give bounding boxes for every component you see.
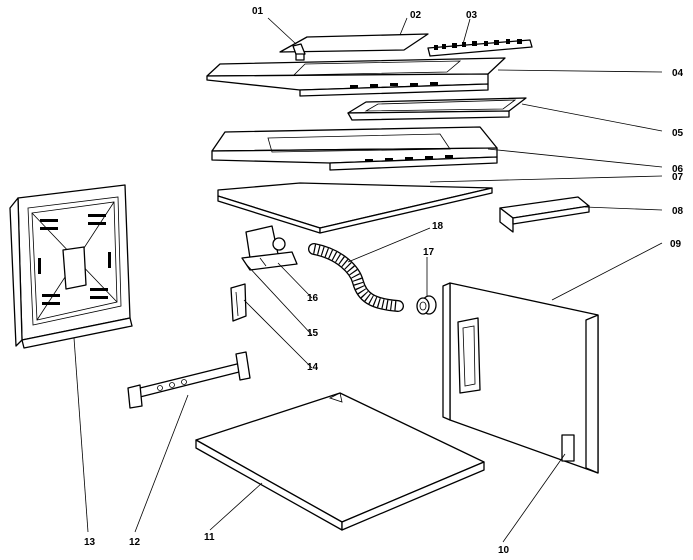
callout-02: 02 [410,10,422,21]
part-16-burner-valve [241,225,298,271]
callout-13: 13 [84,537,96,548]
part-02-glass-plate [279,33,429,53]
part-07-bottom-plate [217,182,493,234]
callout-10: 10 [498,545,510,556]
part-12-rail [127,351,251,409]
callout-14: 14 [307,362,319,373]
callout-08: 08 [672,206,684,217]
callout-05: 05 [672,128,684,139]
callout-01: 01 [252,6,264,17]
part-11-bottom-tray [195,392,485,531]
part-13-side-panel [9,184,133,349]
callout-11: 11 [204,532,215,543]
callout-12: 12 [129,537,141,548]
part-04-hob-top [206,57,506,97]
callout-09: 09 [670,239,682,250]
part-09-door-panel [442,282,599,474]
part-17-connector [416,295,437,315]
part-18-hose [308,243,404,312]
leader-lines [73,17,663,543]
part-05-tray [347,97,527,121]
part-06-cooktop-frame [211,126,498,171]
callout-04: 04 [672,68,684,79]
part-08-bracket [499,196,590,233]
callout-15: 15 [307,328,319,339]
callout-17: 17 [423,247,435,258]
callout-03: 03 [466,10,478,21]
callout-18: 18 [432,221,444,232]
callout-06: 06 [672,164,684,175]
part-14-small-bracket [230,283,247,322]
callouts: 01 02 03 04 05 06 07 08 09 10 11 12 13 1… [84,6,684,556]
callout-07: 07 [672,172,684,183]
part-01-clip [292,43,306,61]
callout-16: 16 [307,293,319,304]
part-03-control-bar [427,39,533,57]
